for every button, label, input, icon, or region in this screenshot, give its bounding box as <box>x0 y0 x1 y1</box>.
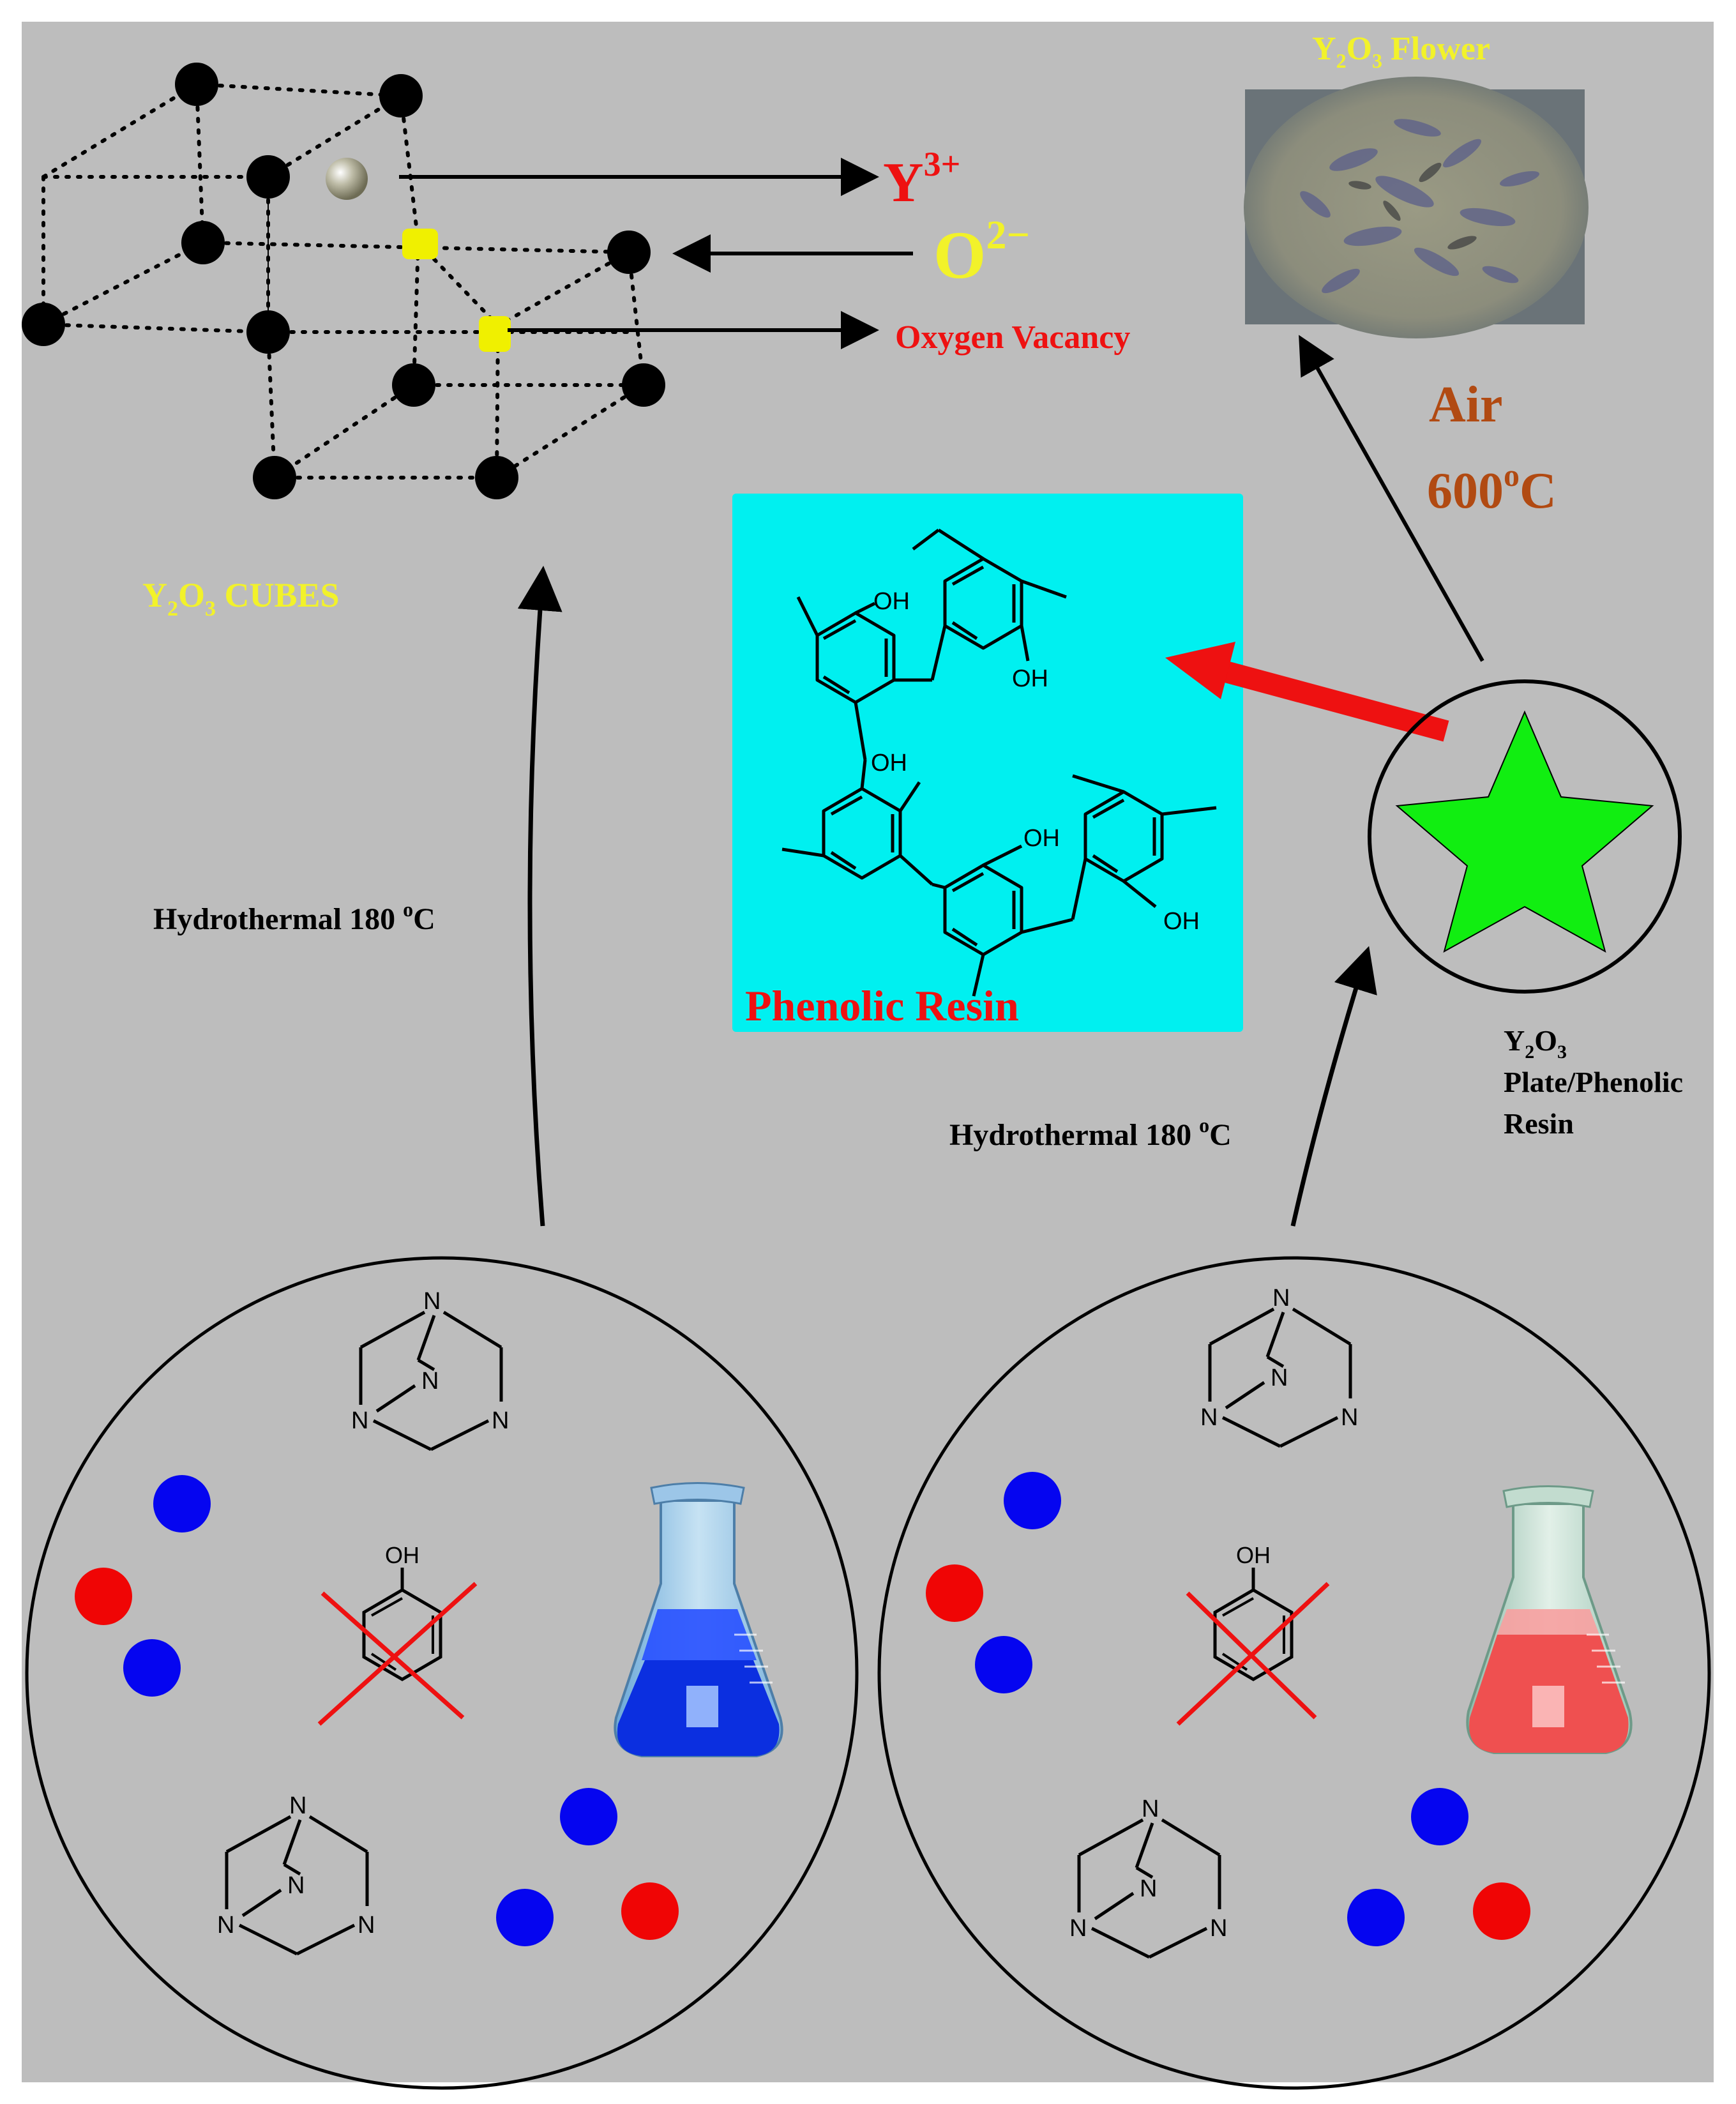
lattice-atoms <box>22 63 665 499</box>
left-precursor-circle <box>25 1256 859 2090</box>
svg-text:N: N <box>1142 1796 1159 1822</box>
plate-circle <box>1368 679 1682 994</box>
svg-text:N: N <box>351 1407 368 1434</box>
right-hydrothermal-label: Hydrothermal 180 oC <box>949 1114 1232 1152</box>
svg-text:N: N <box>492 1407 509 1434</box>
svg-text:N: N <box>289 1792 306 1819</box>
plate-star <box>1395 710 1654 953</box>
left-ions <box>75 1475 679 1946</box>
oxygen-vacancy-marker-2 <box>479 316 511 352</box>
yttrium-ion <box>326 158 368 200</box>
red-arrow-shaft <box>1223 661 1449 742</box>
left-phenol-crossed: OH <box>317 1542 478 1726</box>
plate-label-line2: Plate/Phenolic <box>1504 1066 1683 1098</box>
red-flask <box>1466 1485 1633 1754</box>
left-hmta-top: N N N N <box>351 1288 509 1451</box>
y3-label: Y3+ <box>883 145 960 214</box>
phenolic-resin-label: Phenolic Resin <box>745 981 1019 1030</box>
right-ions <box>926 1472 1530 1946</box>
plate-label-line1: Y2O3 <box>1504 1024 1567 1063</box>
svg-text:N: N <box>1210 1915 1227 1942</box>
svg-text:N: N <box>287 1872 305 1899</box>
flower-label: Y2O3 Flower <box>1312 31 1490 72</box>
svg-text:OH: OH <box>1163 908 1200 935</box>
svg-text:N: N <box>217 1912 234 1939</box>
o2-label: O2− <box>933 212 1030 292</box>
svg-text:OH: OH <box>871 750 907 776</box>
svg-text:N: N <box>1069 1915 1087 1942</box>
phenolic-oh-labels: OH OH OH OH OH <box>871 588 1200 935</box>
left-hmta-bottom: N N N N <box>217 1792 375 1956</box>
right-phenol-crossed: OH <box>1176 1542 1330 1726</box>
svg-text:N: N <box>1140 1875 1157 1902</box>
phenolic-resin-box <box>732 494 1243 1032</box>
diagram-background <box>22 22 1714 2082</box>
left-hydrothermal-arrow <box>517 566 562 1227</box>
cubes-label: Y2O3 CUBES <box>142 576 340 621</box>
svg-text:OH: OH <box>1012 665 1048 692</box>
svg-text:N: N <box>1200 1404 1218 1431</box>
phenolic-resin-structure <box>781 528 1217 997</box>
svg-text:OH: OH <box>385 1542 419 1568</box>
svg-text:N: N <box>1271 1365 1288 1391</box>
temperature-label: 600oC <box>1427 457 1557 519</box>
svg-text:N: N <box>1341 1404 1358 1431</box>
left-hydrothermal-label: Hydrothermal 180 oC <box>153 898 435 936</box>
flower-micrograph <box>1244 77 1589 338</box>
oxygen-vacancy-marker <box>402 229 438 259</box>
oxygen-vacancy-label: Oxygen Vacancy <box>895 319 1130 356</box>
air-label: Air <box>1429 377 1503 433</box>
svg-text:N: N <box>358 1912 375 1939</box>
plate-label-line3: Resin <box>1504 1107 1574 1140</box>
svg-text:N: N <box>423 1288 441 1315</box>
svg-text:OH: OH <box>873 588 910 615</box>
svg-text:N: N <box>1272 1285 1290 1312</box>
right-hydrothermal-arrow <box>1290 946 1377 1227</box>
crystal-lattice <box>42 82 645 480</box>
arrow-to-flower <box>1299 335 1484 662</box>
svg-text:OH: OH <box>1236 1542 1271 1568</box>
svg-text:N: N <box>421 1368 439 1395</box>
svg-text:OH: OH <box>1023 825 1060 852</box>
right-precursor-circle <box>877 1256 1711 2090</box>
right-hmta-bottom: N N N N <box>1069 1796 1227 1959</box>
red-arrow-head <box>1165 642 1235 699</box>
blue-flask <box>614 1482 783 1757</box>
right-hmta-top: N N N N <box>1200 1285 1358 1448</box>
